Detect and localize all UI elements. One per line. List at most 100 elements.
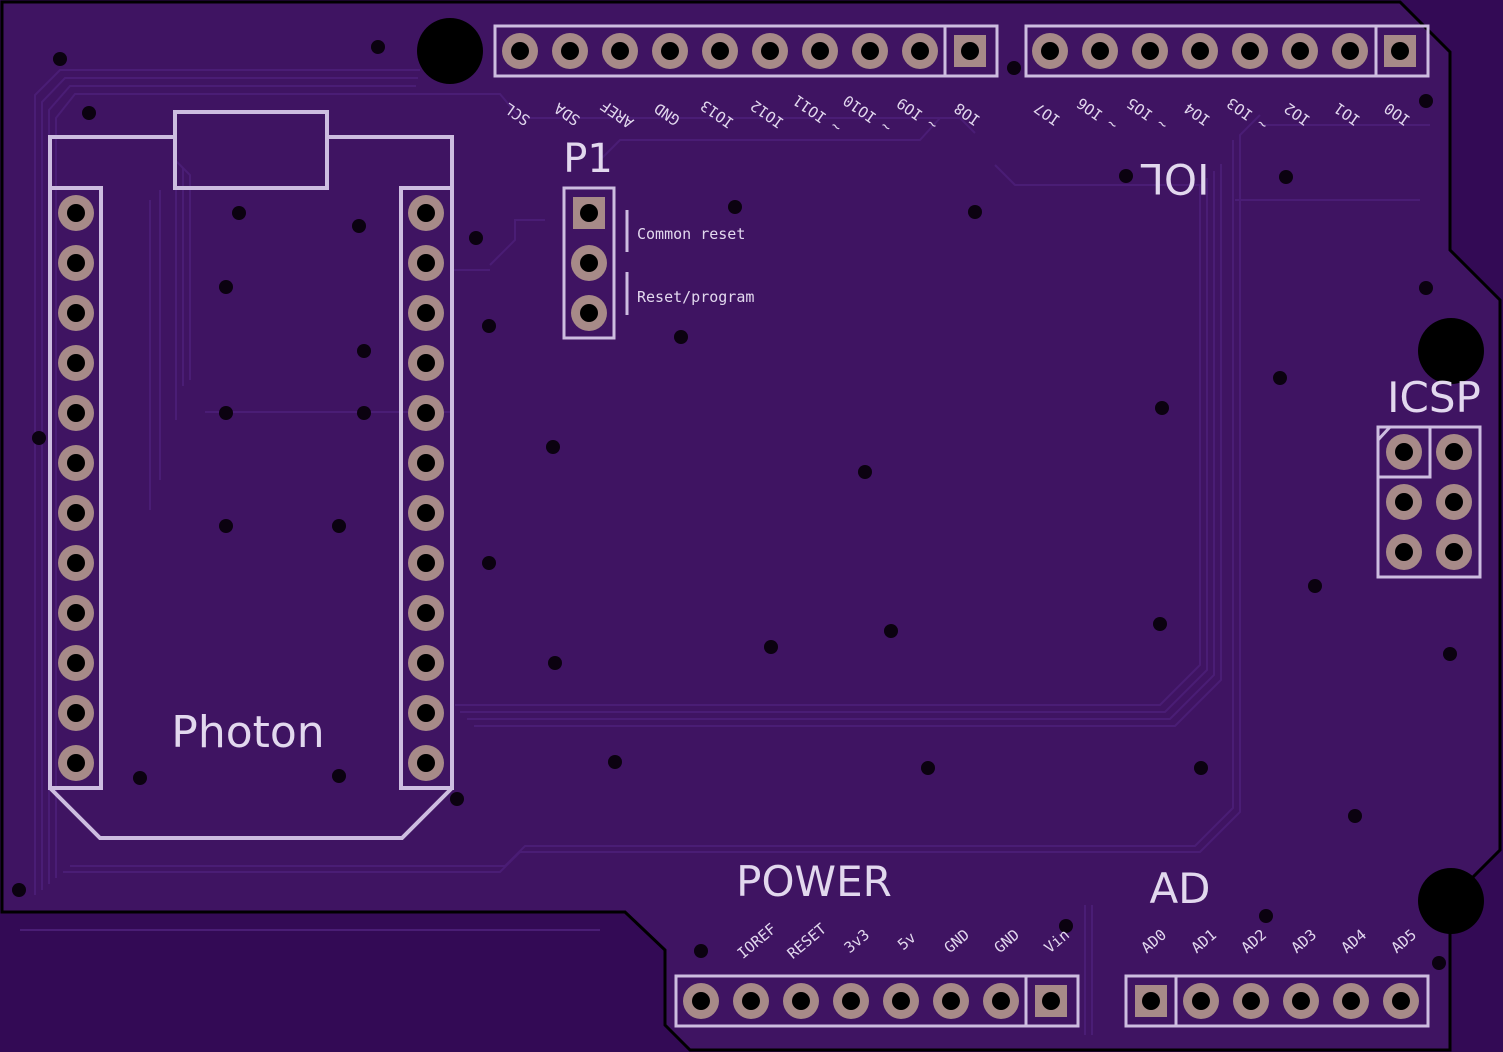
via [1419, 94, 1433, 108]
via [1153, 617, 1167, 631]
via [1259, 909, 1273, 923]
icsp-pin [1386, 534, 1422, 570]
photon-pin [408, 345, 444, 381]
via [12, 883, 26, 897]
power-pin [983, 983, 1019, 1019]
mounting-holes [417, 18, 1484, 934]
via [332, 519, 346, 533]
via [469, 231, 483, 245]
power-pin [783, 983, 819, 1019]
top-right-pin [1282, 33, 1318, 69]
photon-pin [58, 595, 94, 631]
via [1007, 61, 1021, 75]
power-pins [683, 983, 1067, 1019]
traces [20, 69, 1430, 1035]
p1-pin [571, 295, 607, 331]
top-right-pin [1232, 33, 1268, 69]
via [219, 406, 233, 420]
via [674, 330, 688, 344]
via [219, 519, 233, 533]
top-right-pin [1384, 35, 1416, 67]
via [357, 344, 371, 358]
power-pin [683, 983, 719, 1019]
top-left-pin [502, 33, 538, 69]
power-pin [883, 983, 919, 1019]
via [332, 769, 346, 783]
icsp-pins [1386, 434, 1472, 570]
via [219, 280, 233, 294]
p1-pin [573, 197, 605, 229]
via [482, 319, 496, 333]
top-right-pins [1032, 33, 1416, 69]
top-right-pin [1132, 33, 1168, 69]
via [858, 465, 872, 479]
top-left-pins [502, 33, 986, 69]
top-left-pin [752, 33, 788, 69]
ad-pin [1283, 983, 1319, 1019]
via [1419, 281, 1433, 295]
iol-label: IOL [1140, 154, 1209, 203]
photon-left-pins [58, 195, 94, 781]
via [450, 792, 464, 806]
top-right-pin [1082, 33, 1118, 69]
photon-pin [408, 245, 444, 281]
via [1119, 169, 1133, 183]
photon-pin [408, 645, 444, 681]
top-left-pin [902, 33, 938, 69]
photon-pin [408, 495, 444, 531]
photon-pin [58, 695, 94, 731]
p1-common-reset-note: Common reset [637, 225, 745, 243]
via [694, 944, 708, 958]
via [1059, 919, 1073, 933]
photon-pin [408, 745, 444, 781]
via [1194, 761, 1208, 775]
ad-pins [1135, 983, 1419, 1019]
photon-pin [58, 445, 94, 481]
via [352, 219, 366, 233]
via [608, 755, 622, 769]
power-pin [733, 983, 769, 1019]
photon-pin [58, 345, 94, 381]
top-right-pin [1032, 33, 1068, 69]
top-left-pin [802, 33, 838, 69]
via [1308, 579, 1322, 593]
photon-pin [408, 595, 444, 631]
icsp-label: ICSP [1387, 373, 1481, 422]
icsp-pin [1436, 534, 1472, 570]
via [884, 624, 898, 638]
via [1443, 647, 1457, 661]
via [82, 106, 96, 120]
p1-reset-program-note: Reset/program [637, 288, 754, 306]
via [1279, 170, 1293, 184]
photon-label: Photon [171, 707, 324, 758]
vias [12, 40, 1457, 970]
top-right-pin [1332, 33, 1368, 69]
power-pin [933, 983, 969, 1019]
top-left-pin [652, 33, 688, 69]
ad-pin [1383, 983, 1419, 1019]
photon-right-pins [408, 195, 444, 781]
via [1273, 371, 1287, 385]
power-label: POWER [736, 857, 892, 906]
via [1155, 401, 1169, 415]
photon-pin [58, 395, 94, 431]
via [357, 406, 371, 420]
photon-pin [408, 395, 444, 431]
p1-pin [571, 245, 607, 281]
ad-pin [1183, 983, 1219, 1019]
p1-label: P1 [563, 136, 613, 182]
icsp-pin [1386, 434, 1422, 470]
photon-pin [58, 545, 94, 581]
via [1432, 956, 1446, 970]
photon-pin [58, 745, 94, 781]
photon-pin [58, 295, 94, 331]
photon-pin [408, 445, 444, 481]
via [482, 556, 496, 570]
via [546, 440, 560, 454]
photon-pin [58, 495, 94, 531]
ad-pin [1333, 983, 1369, 1019]
power-pin [1035, 985, 1067, 1017]
top-left-pin [602, 33, 638, 69]
ad-label: AD [1149, 864, 1210, 913]
